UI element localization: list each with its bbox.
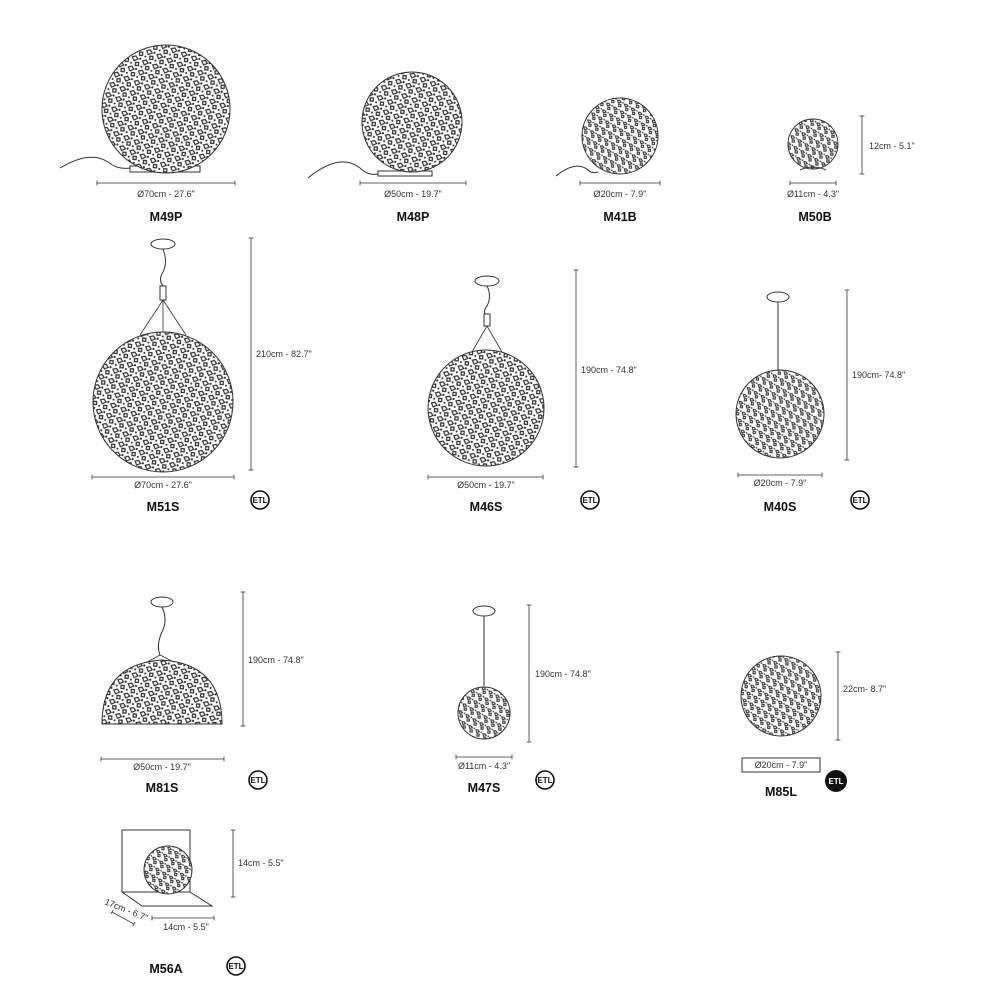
product-code: M48P	[397, 210, 430, 224]
lamp-sphere	[101, 44, 231, 174]
height-label: 190cm- 74.8"	[852, 370, 905, 380]
product-M51S: 210cm - 82.7" Ø70cm - 27.6" M51S ETL	[91, 237, 312, 514]
product-M46S: 190cm - 74.8" Ø50cm - 19.7" M46S ETL	[427, 269, 637, 514]
suspension-cable	[484, 285, 490, 317]
lamp-sphere	[740, 655, 822, 737]
suspension-cable	[157, 606, 166, 656]
suspension-cable	[160, 248, 166, 287]
product-M49P: Ø70cm - 27.6" M49P	[59, 44, 236, 224]
depth-dimension-line	[110, 909, 136, 927]
height-label: 22cm- 8.7"	[843, 684, 886, 694]
ceiling-canopy	[474, 275, 500, 287]
etl-certification-mark: ETL	[226, 956, 246, 976]
product-code: M85L	[765, 785, 797, 799]
product-code: M50B	[798, 210, 831, 224]
product-code: M49P	[150, 210, 183, 224]
width-label: Ø20cm - 7.9"	[594, 189, 647, 199]
lamp-sphere	[92, 331, 234, 473]
height-label: 190cm - 74.8"	[535, 669, 591, 679]
lamp-dome	[101, 659, 223, 725]
product-code: M81S	[146, 781, 179, 795]
etl-certification-mark: ETL	[250, 490, 270, 510]
product-code: M40S	[764, 500, 797, 514]
height-label: 210cm - 82.7"	[256, 349, 312, 359]
etl-label: ETL	[252, 496, 267, 505]
etl-label: ETL	[828, 777, 843, 786]
bracket-floor	[121, 891, 214, 907]
width-label: Ø50cm - 19.7"	[457, 480, 515, 490]
width-label: Ø11cm - 4.3"	[787, 189, 839, 199]
product-code: M46S	[470, 500, 503, 514]
etl-certification-mark: ETL	[248, 770, 268, 790]
ceiling-canopy	[472, 605, 496, 617]
height-label: 14cm - 5.5"	[238, 858, 284, 868]
lamp-sphere	[735, 369, 825, 459]
product-M50B: Ø11cm - 4.3" 12cm - 5.1" M50B	[787, 115, 915, 224]
ceiling-canopy	[150, 596, 174, 608]
width-label: Ø20cm - 7.9"	[755, 760, 808, 770]
product-M85L: 22cm- 8.7" Ø20cm - 7.9" M85L ETL	[740, 651, 886, 799]
product-code: M47S	[468, 781, 501, 795]
ceiling-canopy	[766, 291, 790, 303]
width-label: Ø50cm - 19.7"	[384, 189, 442, 199]
width-label: 14cm - 5.5"	[163, 922, 209, 932]
cable-connector	[483, 313, 491, 327]
support-wires	[139, 299, 187, 336]
lamp-base	[799, 166, 827, 171]
product-M56A: 14cm - 5.5" 17cm - 6.7" 14cm - 5.5" M56A…	[103, 829, 284, 976]
etl-certification-mark: ETL	[850, 490, 870, 510]
etl-certification-mark: ETL	[825, 770, 847, 792]
product-M41B: Ø20cm - 7.9" M41B	[555, 97, 661, 224]
etl-certification-mark: ETL	[580, 490, 600, 510]
etl-label: ETL	[852, 496, 867, 505]
cable-connector	[159, 285, 167, 301]
height-label: 12cm - 5.1"	[869, 141, 915, 151]
width-label: Ø50cm - 19.7"	[133, 762, 191, 772]
etl-label: ETL	[537, 776, 552, 785]
width-label: Ø70cm - 27.6"	[134, 480, 192, 490]
etl-label: ETL	[250, 776, 265, 785]
power-cord	[59, 156, 131, 169]
width-label: Ø11cm - 4.3"	[458, 761, 510, 771]
lamp-sphere	[787, 118, 839, 170]
power-cord	[555, 165, 599, 177]
product-M40S: 190cm- 74.8" Ø20cm - 7.9" M40S ETL	[735, 289, 905, 514]
etl-label: ETL	[228, 962, 243, 971]
lamp-sphere	[457, 686, 511, 740]
height-label: 190cm - 74.8"	[581, 365, 637, 375]
height-label: 190cm - 74.8"	[248, 655, 304, 665]
support-wires	[471, 325, 503, 353]
product-M47S: 190cm - 74.8" Ø11cm - 4.3" M47S ETL	[455, 604, 591, 795]
product-code: M56A	[149, 962, 182, 976]
lamp-sphere	[581, 97, 659, 175]
product-M81S: 190cm - 74.8" Ø50cm - 19.7" M81S ETL	[100, 591, 304, 795]
wall-mount-plate	[741, 757, 821, 773]
product-M48P: Ø50cm - 19.7" M48P	[307, 71, 467, 224]
width-label: Ø20cm - 7.9"	[754, 478, 807, 488]
product-code: M51S	[147, 500, 180, 514]
lamp-sphere	[361, 71, 463, 173]
product-code: M41B	[603, 210, 636, 224]
etl-certification-mark: ETL	[535, 770, 555, 790]
power-cord	[307, 161, 379, 179]
depth-label: 17cm - 6.7"	[103, 897, 149, 923]
lamp-sphere	[143, 845, 193, 895]
width-label: Ø70cm - 27.6"	[137, 189, 195, 199]
lamp-sphere	[427, 349, 545, 467]
etl-label: ETL	[582, 496, 597, 505]
ceiling-canopy	[150, 238, 176, 250]
